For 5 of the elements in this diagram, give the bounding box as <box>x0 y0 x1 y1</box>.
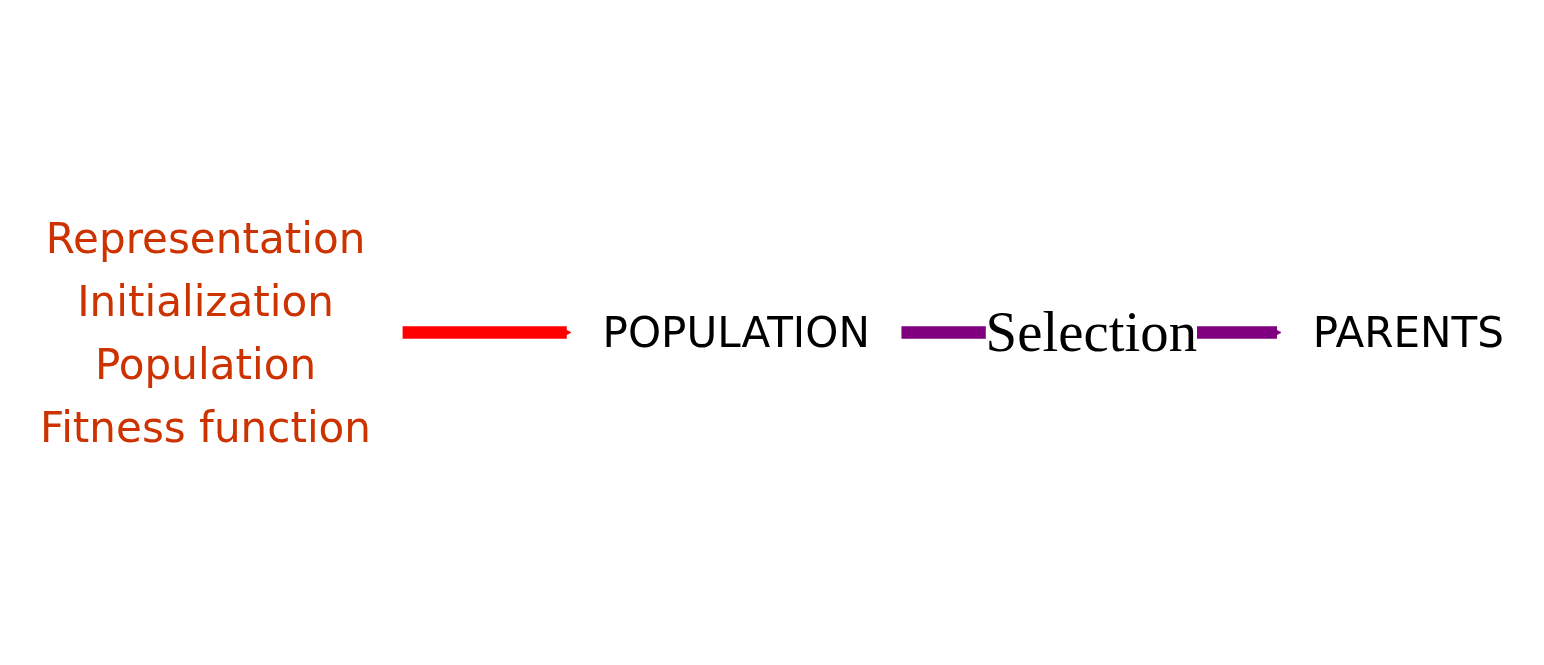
arrow <box>402 326 572 339</box>
node-text: PARENTS <box>1312 308 1505 357</box>
node-text: Representation Initialization Population Fitness function <box>39 213 372 452</box>
node-text: POPULATION <box>602 308 870 357</box>
edge-label: Selection <box>985 300 1198 364</box>
